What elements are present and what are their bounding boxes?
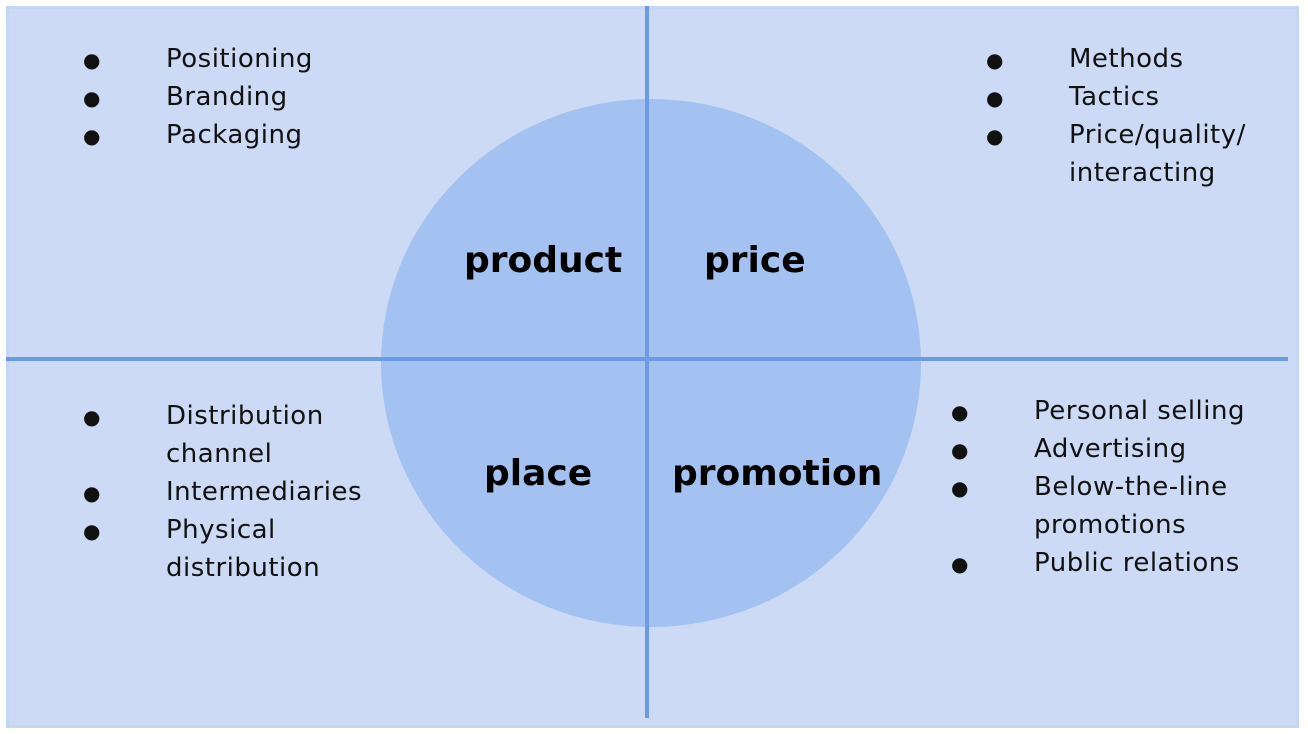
- promotion-list: ● Personal selling ● Advertising ● Below-th…: [951, 392, 1245, 582]
- list-item-text: Branding: [166, 82, 288, 112]
- place-label: place: [484, 453, 593, 494]
- center-circle: [381, 99, 921, 627]
- list-item-text: Advertising: [1034, 434, 1187, 464]
- bullet-icon: ●: [951, 552, 969, 576]
- bullet-icon: ●: [83, 405, 101, 429]
- price-label: price: [704, 240, 806, 281]
- bullet-icon: ●: [986, 48, 1004, 72]
- product-list: ● Positioning ● Branding ● Packaging: [83, 40, 313, 154]
- list-item-text: Positioning: [166, 44, 313, 74]
- bullet-icon: ●: [83, 124, 101, 148]
- bullet-icon: ●: [986, 124, 1004, 148]
- list-item: ● Public relations: [951, 544, 1245, 582]
- list-item: ● Intermediaries: [83, 473, 362, 511]
- list-item-text: Methods: [1069, 44, 1184, 74]
- bullet-icon: ●: [83, 519, 101, 543]
- list-item-text: Personal selling: [1034, 396, 1245, 426]
- promotion-label: promotion: [672, 453, 883, 494]
- list-item: ● Advertising: [951, 430, 1245, 468]
- bullet-icon: ●: [951, 438, 969, 462]
- bullet-icon: ●: [951, 400, 969, 424]
- vertical-divider: [645, 6, 649, 718]
- list-item-text: Intermediaries: [166, 477, 363, 507]
- bullet-icon: ●: [83, 86, 101, 110]
- list-item: ● Packaging: [83, 116, 313, 154]
- list-item: ● Personal selling: [951, 392, 1245, 430]
- list-item-text: Public relations: [1034, 548, 1240, 578]
- list-item: ● Positioning: [83, 40, 313, 78]
- bullet-icon: ●: [83, 481, 101, 505]
- list-item-text: Price/quality/interacting: [1069, 120, 1246, 188]
- list-item-text: Tactics: [1069, 82, 1160, 112]
- product-label: product: [464, 240, 623, 281]
- bullet-icon: ●: [951, 476, 969, 500]
- price-list: ● Methods ● Tactics ● Price/quality/interac…: [986, 40, 1246, 192]
- bullet-icon: ●: [986, 86, 1004, 110]
- list-item-text: Packaging: [166, 120, 303, 150]
- list-item: ● Branding: [83, 78, 313, 116]
- list-item: ● Methods: [986, 40, 1246, 78]
- list-item: ● Price/quality/interacting: [986, 116, 1246, 192]
- bullet-icon: ●: [83, 48, 101, 72]
- horizontal-divider: [6, 357, 1288, 361]
- list-item: ● Tactics: [986, 78, 1246, 116]
